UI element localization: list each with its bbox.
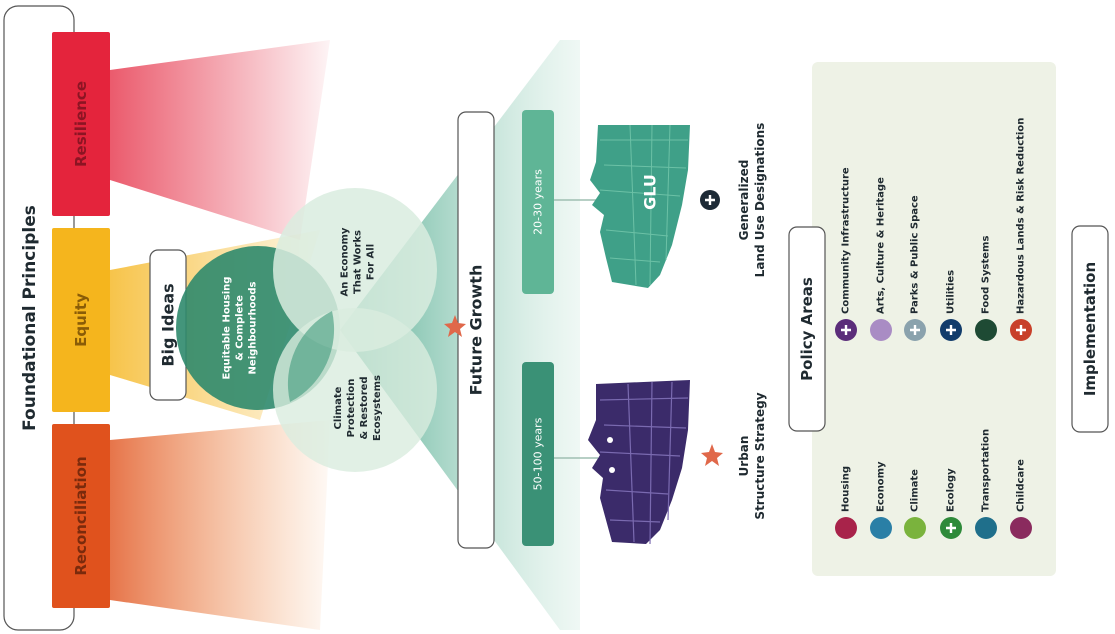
policy-area-label: Transportation [980,428,992,512]
principle-reconciliation: Reconciliation [72,456,90,576]
reconciliation-box [52,424,110,608]
glu-title: Generalized Land Use Designations [737,122,767,278]
policy-left-0-dot-icon [835,517,857,539]
foundational-title: Foundational Principles [20,205,40,431]
big-idea-economy: An Economy That Works For All [339,227,377,297]
future-growth-title: Future Growth [466,264,486,396]
policy-area-label: Community Infrastructure [840,167,852,314]
big-idea-climate: Climate Protection & Restored Ecosystems [333,375,383,441]
policy-area-label: Parks & Public Space [909,195,921,314]
resilience-beam [110,40,330,240]
policy-right-1-dot-icon [870,319,892,341]
principle-resilience: Resilience [72,81,90,167]
policy-area-label: Utilities [945,269,957,314]
policy-left-4-dot-icon [975,517,997,539]
policy-area-label: Hazardous Lands & Risk Reduction [1015,117,1027,314]
policy-left-1-dot-icon [870,517,892,539]
policy-area-label: Ecology [945,468,957,512]
policy-area-label: Climate [909,469,921,512]
near-term-label: 20-30 years [531,169,545,235]
resilience-box [52,32,110,216]
implementation-box [1071,225,1109,433]
near-term-bar [522,110,554,294]
uss-title: Urban Structure Strategy [737,392,767,520]
policy-right-4-dot-icon [975,319,997,341]
equity-box [52,228,110,412]
long-term-bar [522,362,554,546]
implementation-title: Implementation [1081,261,1099,397]
policy-left-2-dot-icon [904,517,926,539]
reconciliation-beam [110,420,330,630]
glu-map-label: GLU [640,174,660,210]
policy-area-label: Food Systems [980,235,992,314]
policy-areas-title: Policy Areas [798,277,816,381]
big-idea-housing: Equitable Housing & Complete Neighbourho… [221,276,259,380]
policy-areas-panel [812,62,1056,576]
housing-climate-overlap [287,311,335,402]
principle-equity: Equity [72,293,90,347]
big-ideas-title: Big Ideas [158,283,178,367]
future-growth-star-icon [444,315,466,337]
uss-map [588,380,690,544]
policy-area-label: Economy [875,461,887,512]
uss-star-icon [701,444,723,466]
policy-area-label: Arts, Culture & Heritage [875,177,887,314]
economy-circle [273,188,437,352]
long-term-label: 50-100 years [531,417,545,491]
policy-area-label: Childcare [1015,459,1027,512]
policy-left-5-dot-icon [1010,517,1032,539]
policy-areas-title-box [788,226,826,432]
policy-area-label: Housing [840,465,852,512]
